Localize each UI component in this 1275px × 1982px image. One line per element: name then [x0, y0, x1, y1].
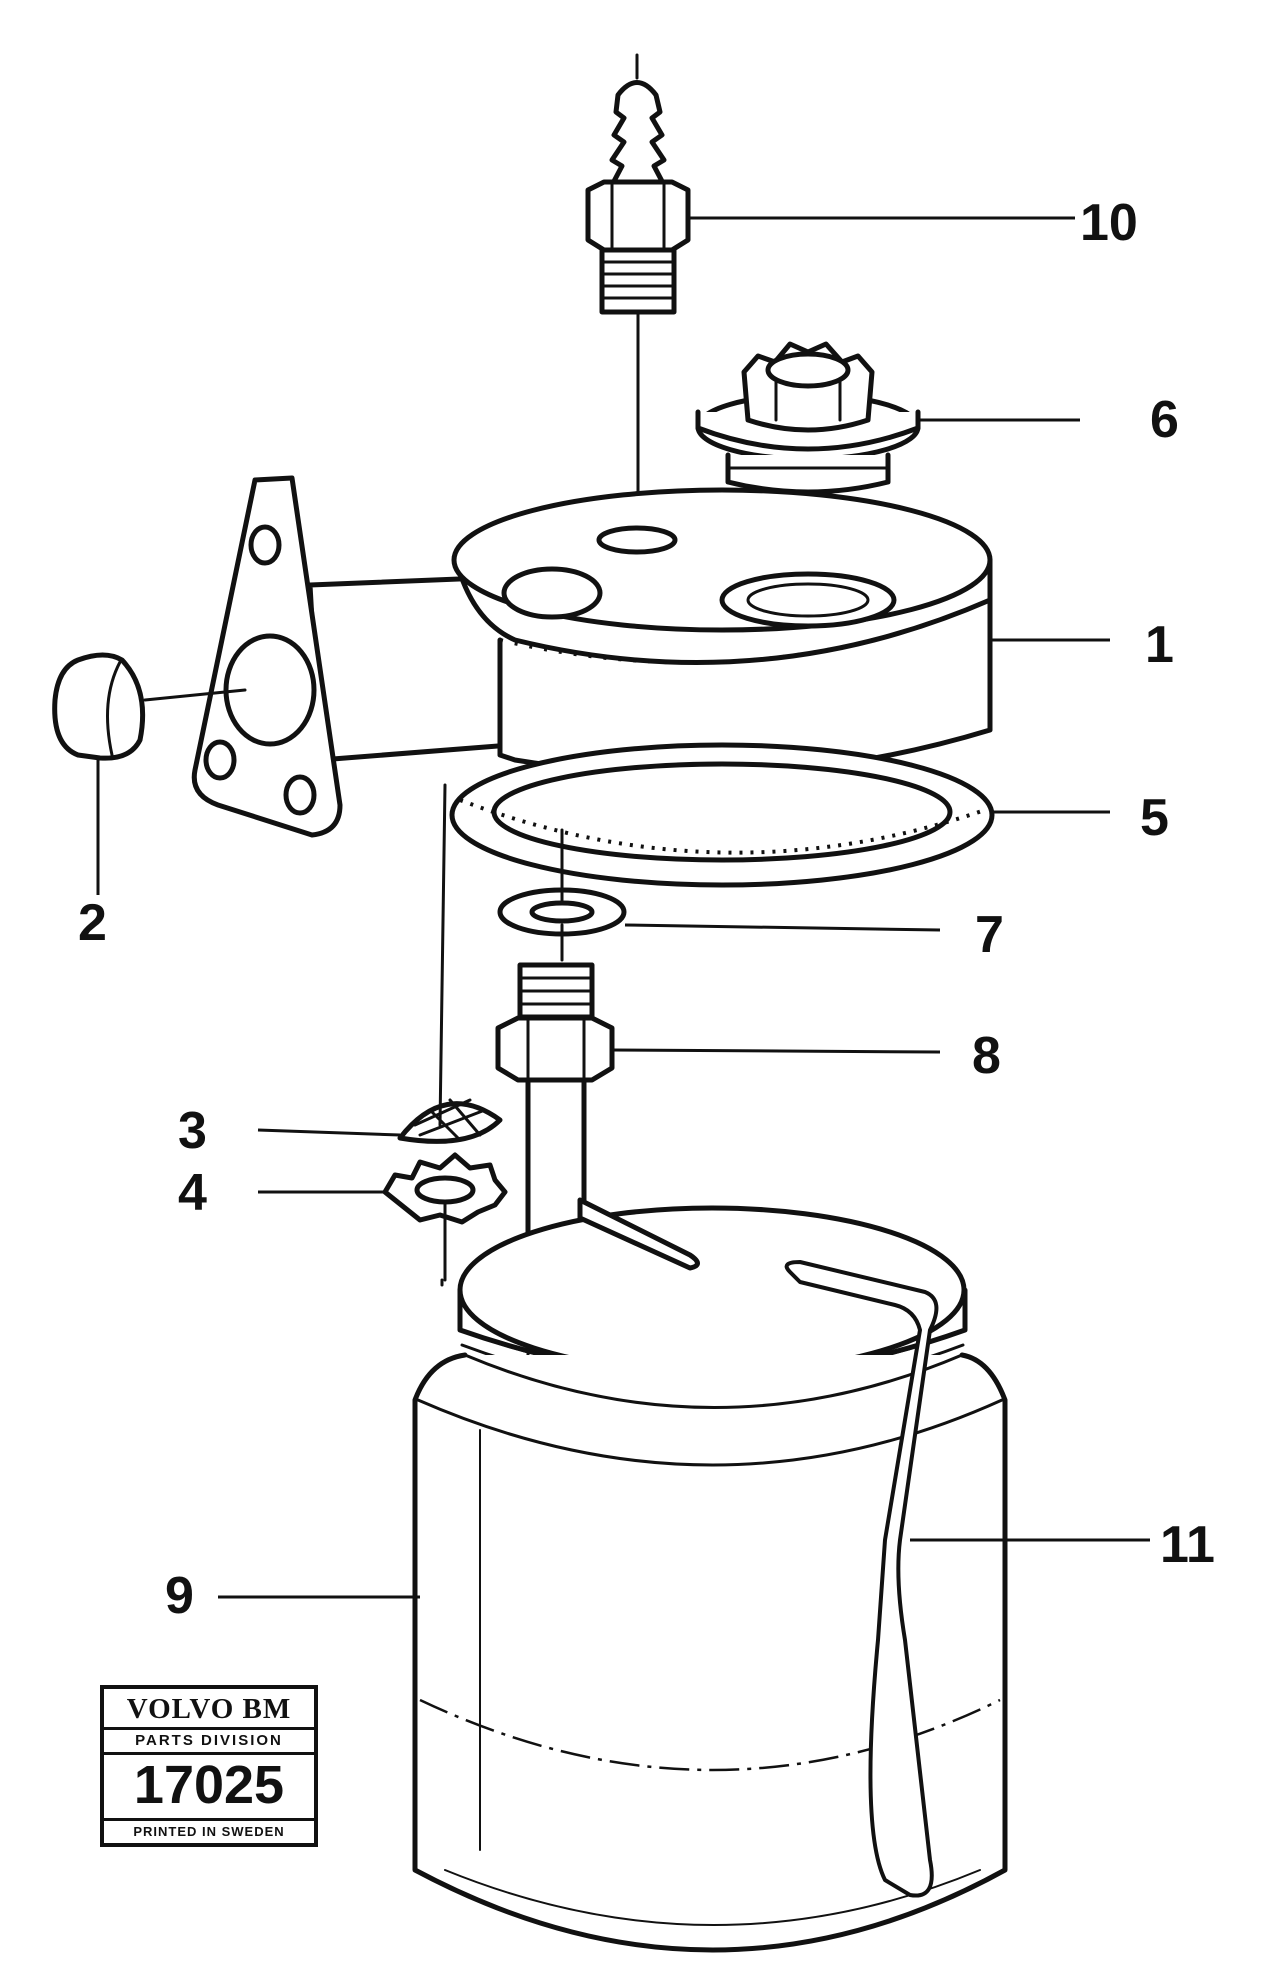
callout-5: 5 — [1140, 789, 1169, 847]
callout-2: 2 — [78, 894, 107, 952]
part-4-lock-washer — [382, 1152, 508, 1287]
parts-catalog-stamp: VOLVO BM PARTS DIVISION 17025 PRINTED IN… — [100, 1685, 318, 1847]
alignment-line — [438, 783, 447, 1127]
callout-9: 9 — [165, 1567, 194, 1625]
leader-3 — [257, 1128, 401, 1137]
part-10-hose-nipple — [585, 53, 691, 542]
part-11-wire-clip — [577, 1197, 939, 1898]
leader-7 — [624, 923, 941, 932]
callout-3: 3 — [178, 1102, 207, 1160]
part-7-washer — [497, 828, 627, 962]
part-2-end-cap — [52, 652, 247, 761]
stamp-division: PARTS DIVISION — [104, 1727, 314, 1755]
callout-7: 7 — [975, 906, 1004, 964]
leader-8 — [611, 1048, 941, 1054]
callout-4: 4 — [178, 1164, 207, 1222]
stamp-number: 17025 — [133, 1755, 285, 1815]
part-3-strainer — [397, 1098, 503, 1144]
part-6-filler-plug — [695, 341, 921, 612]
stamp-brand: VOLVO BM — [126, 1693, 292, 1725]
callout-10: 10 — [1080, 194, 1138, 252]
callout-11: 11 — [1160, 1516, 1215, 1574]
callout-8: 8 — [972, 1027, 1001, 1085]
part-9-glass-jar — [412, 1205, 1008, 1953]
callout-1: 1 — [1145, 616, 1174, 674]
callout-6: 6 — [1150, 391, 1179, 449]
stamp-footer: PRINTED IN SWEDEN — [104, 1818, 314, 1843]
part-1-bowl-housing — [191, 475, 993, 838]
part-5-gasket — [449, 742, 995, 888]
